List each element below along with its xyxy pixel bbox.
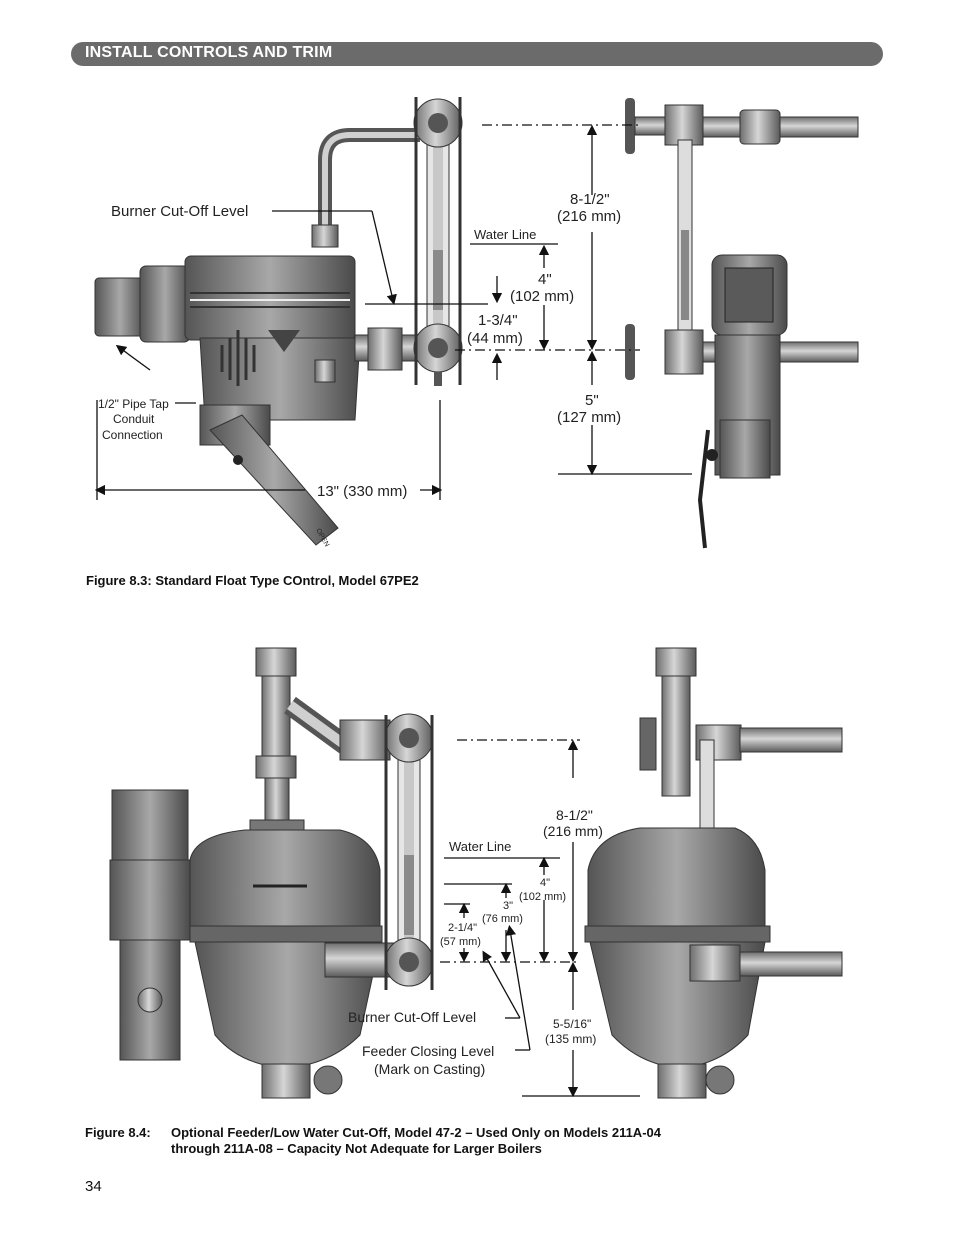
- section-header: INSTALL CONTROLS AND TRIM: [71, 42, 883, 66]
- figure-8-4-dimensions: [440, 739, 640, 1098]
- feeder-closing-label: Feeder Closing Level: [362, 1043, 494, 1059]
- pipe-tap-label-1: 1/2" Pipe Tap: [98, 397, 169, 411]
- dim-135-mm: (135 mm): [545, 1032, 596, 1046]
- dim-5-in: 5": [585, 392, 599, 409]
- dim-57-mm: (57 mm): [440, 936, 481, 948]
- dim-127-mm: (127 mm): [557, 409, 621, 426]
- pipe-tap-label-3: Connection: [102, 428, 163, 442]
- dim-2-1-4-in: 2-1/4": [448, 922, 477, 934]
- burner-cutoff-label: Burner Cut-Off Level: [111, 203, 248, 220]
- figure-8-3-caption: Figure 8.3: Standard Float Type COntrol,…: [86, 573, 419, 588]
- dim-44-mm: (44 mm): [467, 330, 523, 347]
- page-number: 34: [85, 1178, 102, 1195]
- dim-1-3-4-in: 1-3/4": [478, 312, 518, 329]
- burner-cutoff-label-2: Burner Cut-Off Level: [348, 1009, 476, 1025]
- dim-5-5-16-in: 5-5/16": [553, 1017, 591, 1031]
- dim-216-mm: (216 mm): [557, 208, 621, 225]
- figure-8-4-caption-line-2: through 211A-08 – Capacity Not Adequate …: [171, 1141, 542, 1156]
- figure-8-3-dimensions: [94, 124, 692, 500]
- water-line-label: Water Line: [474, 227, 536, 242]
- dim-102-mm-2: (102 mm): [519, 891, 566, 903]
- dim-4-in: 4": [538, 271, 552, 288]
- dim-216-mm-2: (216 mm): [543, 823, 603, 839]
- figure-8-4-caption-line-1: Optional Feeder/Low Water Cut-Off, Model…: [171, 1125, 661, 1140]
- section-title: INSTALL CONTROLS AND TRIM: [85, 44, 333, 61]
- feeder-closing-note: (Mark on Casting): [374, 1061, 485, 1077]
- dim-4-in-2: 4": [540, 877, 550, 889]
- dim-8-1-2-in-2: 8-1/2": [556, 807, 593, 823]
- dim-102-mm: (102 mm): [510, 288, 574, 305]
- dim-3-in: 3": [503, 900, 513, 912]
- figure-8-3-drawing: OPEN: [94, 97, 859, 549]
- pipe-tap-label-2: Conduit: [113, 412, 155, 426]
- dim-13-in: 13" (330 mm): [317, 483, 407, 500]
- figure-8-4-caption: Optional Feeder/Low Water Cut-Off, Model…: [171, 1125, 871, 1157]
- figure-8-4-caption-label: Figure 8.4:: [85, 1125, 151, 1140]
- dim-76-mm: (76 mm): [482, 913, 523, 925]
- figure-8-4-drawing: [109, 647, 843, 1099]
- water-line-label-2: Water Line: [449, 839, 511, 854]
- dim-8-1-2-in: 8-1/2": [570, 191, 610, 208]
